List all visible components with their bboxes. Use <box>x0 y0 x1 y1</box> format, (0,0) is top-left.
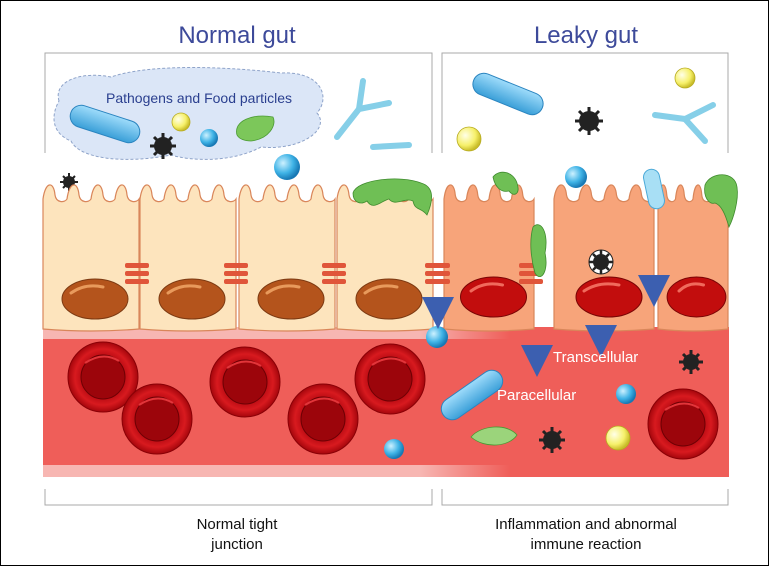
caption-normal-line1: Normal tight <box>197 516 279 533</box>
red-blood-cell <box>647 388 719 460</box>
bacteria-rod-icon <box>643 168 665 210</box>
leaky-epithelial-cell <box>443 184 535 332</box>
blue-particle-icon <box>565 166 587 188</box>
blue-particle-icon <box>274 154 300 180</box>
normal-epithelium <box>42 178 449 332</box>
normal-epithelial-cell <box>336 184 434 332</box>
virus-spiky-icon <box>150 133 176 159</box>
blue-particle-icon <box>616 384 636 404</box>
tight-junction <box>125 263 149 284</box>
green-particle-icon <box>530 224 547 278</box>
yellow-particle-icon <box>605 425 631 451</box>
bottom-bracket-right <box>441 489 729 506</box>
normal-epithelial-cell <box>139 184 237 332</box>
yellow-particle-icon <box>171 112 191 132</box>
virus-spiky-icon <box>588 249 614 275</box>
leaky-epithelium <box>426 168 738 332</box>
red-blood-cells <box>67 341 719 460</box>
normal-epithelial-cell <box>238 184 336 332</box>
title-normal-gut: Normal gut <box>178 22 296 49</box>
transport-arrows <box>422 201 670 377</box>
green-particle-icon <box>492 171 519 195</box>
tight-junction <box>224 263 248 284</box>
bacteria-rod-icon <box>440 369 504 421</box>
tight-junction <box>322 263 346 284</box>
transcellular-label: Transcellular <box>553 349 638 366</box>
caption-leaky-line1: Inflammation and abnormal <box>495 516 677 533</box>
virus-spiky-icon <box>575 107 603 135</box>
bottom-bracket-left <box>44 489 433 506</box>
fungus-branch-icon <box>652 102 716 144</box>
red-blood-cell <box>67 341 139 413</box>
green-particle-icon <box>236 115 275 142</box>
top-bracket-right <box>441 52 729 153</box>
bacteria-rod-icon <box>472 72 544 116</box>
normal-epithelial-cell <box>42 184 140 332</box>
green-particle-icon <box>470 426 518 446</box>
top-bracket-left <box>44 52 433 153</box>
red-blood-cell <box>354 343 426 415</box>
title-leaky-gut: Leaky gut <box>534 22 638 49</box>
blue-particle-icon <box>200 129 218 147</box>
green-particle-icon <box>704 174 738 229</box>
blue-particle-icon <box>426 326 448 348</box>
blue-particle-icon <box>384 439 404 459</box>
red-blood-cell <box>287 383 359 455</box>
caption-normal-line2: junction <box>210 536 263 553</box>
yellow-particle-icon <box>456 126 482 152</box>
red-blood-cell <box>209 346 281 418</box>
yellow-particle-icon <box>674 67 696 89</box>
leaky-epithelial-cell <box>657 184 729 332</box>
virus-spiky-icon <box>539 427 565 453</box>
pathogens-label: Pathogens and Food particles <box>106 90 292 106</box>
fungus-branch-icon <box>370 142 412 150</box>
virus-spiky-icon <box>679 350 703 374</box>
paracellular-label: Paracellular <box>497 387 576 404</box>
caption-leaky-line2: immune reaction <box>531 536 642 553</box>
red-blood-cell <box>121 383 193 455</box>
bacteria-rod-icon <box>69 104 141 144</box>
green-particle-icon <box>352 178 432 216</box>
fungus-branch-icon <box>334 78 392 140</box>
